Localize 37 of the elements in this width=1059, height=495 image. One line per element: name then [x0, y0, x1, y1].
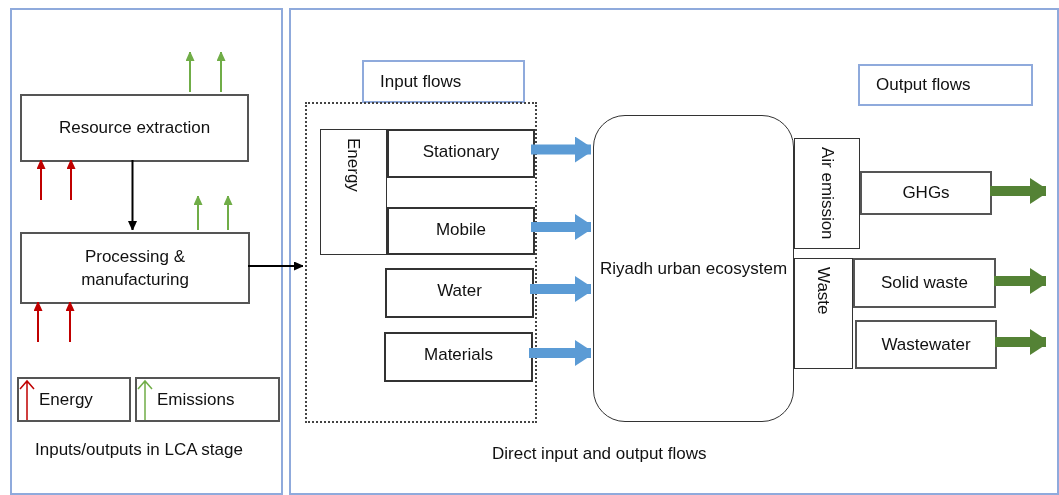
node-label: Air emission — [818, 147, 836, 242]
legend-label: Emissions — [157, 388, 235, 411]
node-label: Processing & manufacturing — [80, 245, 190, 291]
panel-caption: Direct input and output flows — [492, 443, 708, 465]
panel-caption: Inputs/outputs in LCA stage — [35, 439, 244, 461]
node-label: Wastewater — [881, 333, 971, 356]
node-label: Solid waste — [881, 272, 968, 295]
flow-box — [387, 207, 535, 255]
process-box — [20, 94, 249, 162]
flow-box — [384, 332, 533, 382]
legend-label: Energy — [39, 388, 93, 411]
node-label: Output flows — [876, 74, 971, 97]
node-label: Riyadh urban ecosystem — [599, 257, 788, 280]
node-label: Energy — [345, 138, 362, 194]
stage-panel — [289, 8, 1059, 495]
stage-panel — [10, 8, 283, 495]
flow-box — [387, 129, 535, 178]
process-box — [853, 258, 996, 308]
dotted-group-box — [305, 102, 537, 423]
node-label: GHGs — [902, 182, 950, 205]
process-box — [860, 171, 992, 215]
category-box — [794, 138, 860, 249]
node-label: Resource extraction — [58, 117, 211, 140]
node-label: Materials — [424, 344, 493, 366]
node-label: Water — [437, 280, 482, 302]
category-box — [794, 258, 853, 369]
process-box — [20, 232, 250, 304]
node-label: Waste — [815, 267, 832, 317]
node-label: Mobile — [435, 219, 487, 241]
node-label: Input flows — [380, 70, 462, 93]
ecosystem-box — [593, 115, 794, 422]
node-label: Stationary — [422, 141, 500, 163]
heading-box — [858, 64, 1033, 106]
flow-box — [385, 268, 534, 318]
category-box — [320, 129, 387, 255]
heading-box — [362, 60, 525, 103]
process-box — [855, 320, 997, 369]
